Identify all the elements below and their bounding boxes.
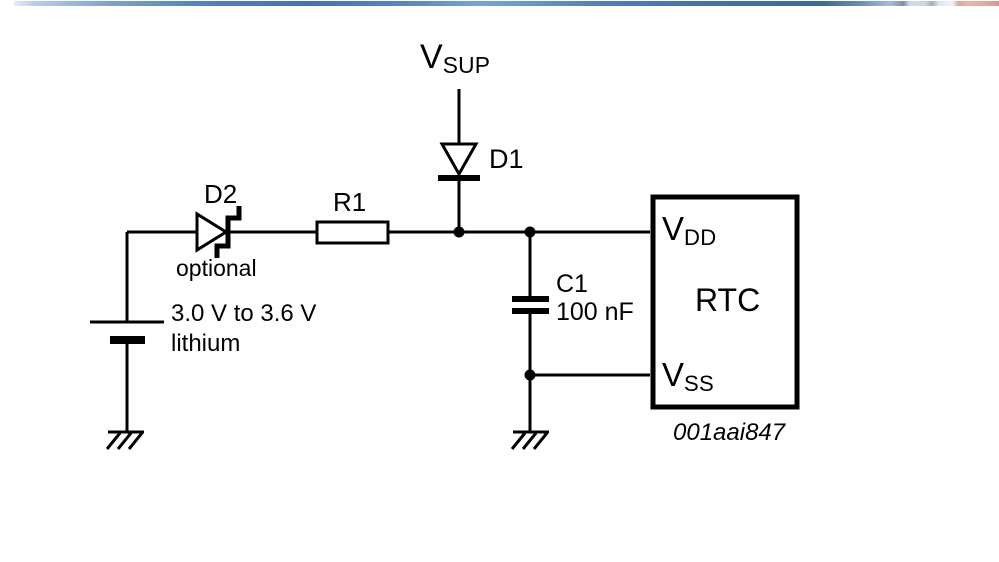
rtc-pin-vss-label: VSS [662,356,714,394]
c1-label: C1 [556,270,588,298]
capacitor-c1-icon [512,296,549,314]
vsup-label-main: V [420,38,443,76]
battery-voltage-label: 3.0 V to 3.6 V [171,300,317,327]
junction-dot [524,226,536,238]
d2-optional-note: optional [176,255,257,281]
vsup-label: VSUP [420,38,491,78]
d2-label: D2 [204,179,238,209]
rtc-pin-vdd-label: VDD [662,210,716,248]
diode-d1-icon [438,142,480,181]
resistor-r1-body [315,220,390,245]
top-gradient-bar [14,1,999,6]
figure-id-label: 001aai847 [673,419,786,446]
d1-label: D1 [489,144,524,174]
c1-value-label: 100 nF [556,298,634,326]
ground-left-icon [105,430,144,450]
rtc-title: RTC [695,282,761,318]
vss-label-sub: SS [684,370,714,396]
vdd-label-main: V [662,210,685,247]
schottky-diode-d2-icon [195,206,242,258]
junction-dot [453,226,465,238]
rtc-box [650,194,800,410]
r1-label: R1 [333,187,367,217]
junction-dot [524,369,536,381]
battery-type-label: lithium [171,330,241,357]
vdd-label-sub: DD [684,224,717,250]
vss-label-main: V [662,356,685,393]
ground-right-icon [510,430,549,450]
vsup-label-sub: SUP [442,52,491,78]
